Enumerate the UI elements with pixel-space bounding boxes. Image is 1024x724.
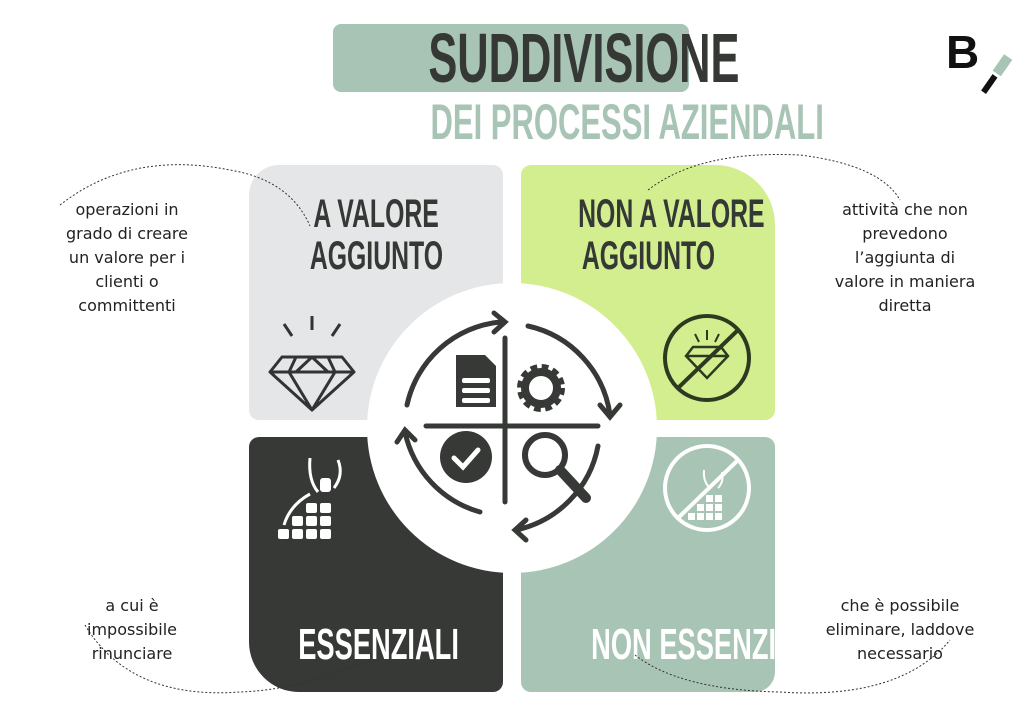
note-line: impossibile bbox=[87, 620, 177, 639]
cycle-arrow bbox=[511, 443, 601, 543]
quadrant-title: A VALORE bbox=[313, 192, 439, 236]
subtitle: DEI PROCESSI AZIENDALI bbox=[430, 94, 824, 150]
quadrant-title-2: AGGIUNTO bbox=[309, 234, 443, 278]
cycle-arrow bbox=[404, 310, 509, 408]
note-line: l’aggiunta di bbox=[854, 248, 956, 267]
quadrant-title: ESSENZIALI bbox=[298, 620, 459, 669]
note-non-value-added: attività che non prevedono l’aggiunta di va… bbox=[820, 198, 990, 318]
document-icon bbox=[456, 355, 496, 407]
note-line: prevedono bbox=[862, 224, 948, 243]
note-line: grado di creare bbox=[66, 224, 188, 243]
note-line: clienti o bbox=[95, 272, 159, 291]
note-line: attività che non bbox=[842, 200, 968, 219]
magnifier-icon bbox=[522, 432, 591, 503]
note-non-essential: che è possibile eliminare, laddove necessa… bbox=[815, 594, 985, 666]
note-line: necessario bbox=[857, 644, 943, 663]
connector-br bbox=[634, 639, 951, 694]
quadrant-title: NON ESSENZIALI bbox=[591, 620, 821, 669]
connector-bl bbox=[84, 624, 371, 694]
subtitle-wrap: DEI PROCESSI AZIENDALI bbox=[310, 96, 824, 148]
connector-tr bbox=[647, 153, 901, 201]
no-diamond-icon bbox=[663, 314, 751, 402]
planow-logo: B bbox=[946, 28, 1013, 94]
title-banner: SUDDIVISIONE bbox=[333, 23, 739, 93]
note-line: diretta bbox=[878, 296, 932, 315]
connector-tl bbox=[59, 164, 311, 227]
quadrant-title-2: AGGIUNTO bbox=[581, 234, 715, 278]
note-line: eliminare, laddove bbox=[825, 620, 975, 639]
gear-icon bbox=[517, 364, 565, 412]
diamond-icon bbox=[268, 316, 356, 412]
no-hand-steps-icon bbox=[663, 444, 751, 532]
note-value-added: operazioni in grado di creare un valore pe… bbox=[42, 198, 212, 318]
note-line: un valore per i bbox=[68, 248, 186, 267]
note-line: che è possibile bbox=[840, 596, 960, 615]
note-line: committenti bbox=[78, 296, 176, 315]
note-line: a cui è bbox=[105, 596, 159, 615]
cross-divider bbox=[423, 335, 601, 505]
hand-steps-icon bbox=[278, 457, 342, 539]
note-line: valore in maniera bbox=[834, 272, 976, 291]
note-line: rinunciare bbox=[91, 644, 173, 663]
process-cycle-icon bbox=[394, 310, 623, 543]
cycle-arrow bbox=[394, 426, 483, 515]
cycle-arrow bbox=[525, 323, 623, 421]
note-line: operazioni in bbox=[75, 200, 179, 219]
title: SUDDIVISIONE bbox=[428, 19, 740, 97]
check-icon bbox=[440, 431, 492, 483]
svg-text:B: B bbox=[946, 28, 979, 78]
quadrant-title: NON A VALORE bbox=[578, 192, 765, 236]
note-essential: a cui è impossibile rinunciare bbox=[47, 594, 217, 666]
